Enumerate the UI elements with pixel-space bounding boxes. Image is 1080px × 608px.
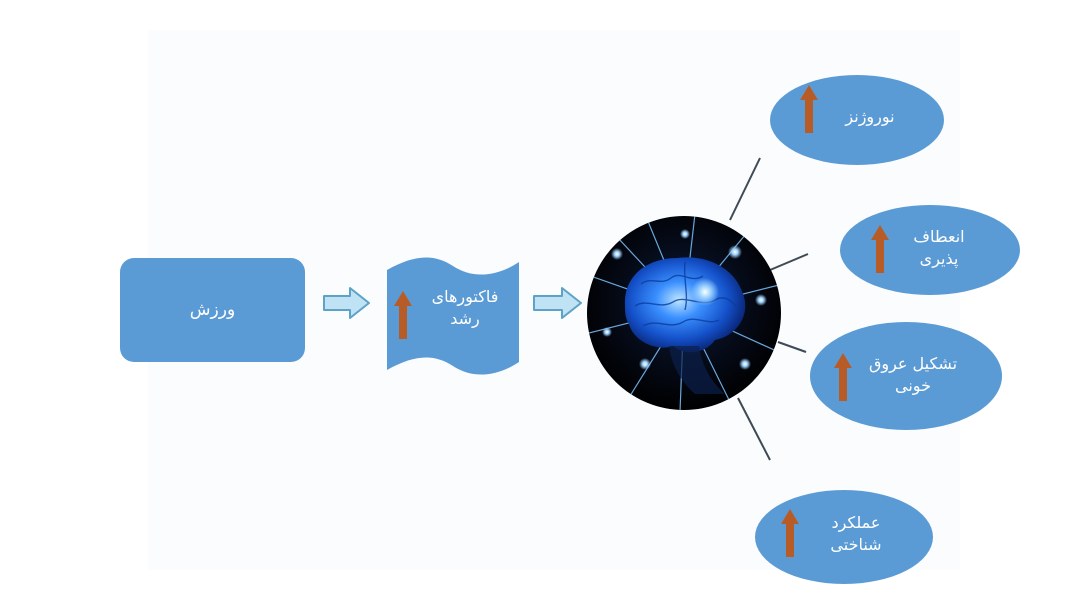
cognition-line1: عملکرد [831,513,881,532]
growth-factors-line2: رشد [450,309,480,328]
outcome-cognition [755,490,933,584]
outcome-plasticity [840,205,1020,295]
brain-image [587,216,781,410]
spoke-plasticity [769,253,809,271]
angiogenesis-label: تشکیل عروق خونی [853,353,973,397]
plasticity-label: انعطاف پذیری [894,226,984,270]
angiogenesis-line2: خونی [895,376,931,395]
spoke-neurogenesis [729,157,761,221]
spoke-angiogenesis [777,341,807,353]
growth-factors-up-arrow-icon [394,291,412,339]
spoke-cognition [737,397,771,461]
neurogenesis-up-arrow-icon [800,85,818,133]
plasticity-up-arrow-icon [871,225,889,273]
neurogenesis-label: نوروژنز [820,106,920,128]
exercise-label: ورزش [189,300,236,320]
plasticity-line2: پذیری [919,249,959,268]
cognition-line2: شناختی [830,535,882,554]
flow-arrow-2-icon [533,287,582,319]
growth-factors-line1: فاکتورهای [431,287,499,306]
plasticity-line1: انعطاف [913,227,965,246]
growth-factors-label: فاکتورهای رشد [420,286,510,330]
exercise-box: ورزش [120,258,305,362]
growth-factors-shape [387,257,519,375]
cognition-label: عملکرد شناختی [806,512,906,556]
outcome-neurogenesis [770,75,944,165]
cognition-up-arrow-icon [781,509,799,557]
neurogenesis-line1: نوروژنز [845,107,895,126]
angiogenesis-line1: تشکیل عروق [868,354,958,373]
angiogenesis-up-arrow-icon [834,353,852,401]
flow-arrow-1-icon [323,287,370,319]
